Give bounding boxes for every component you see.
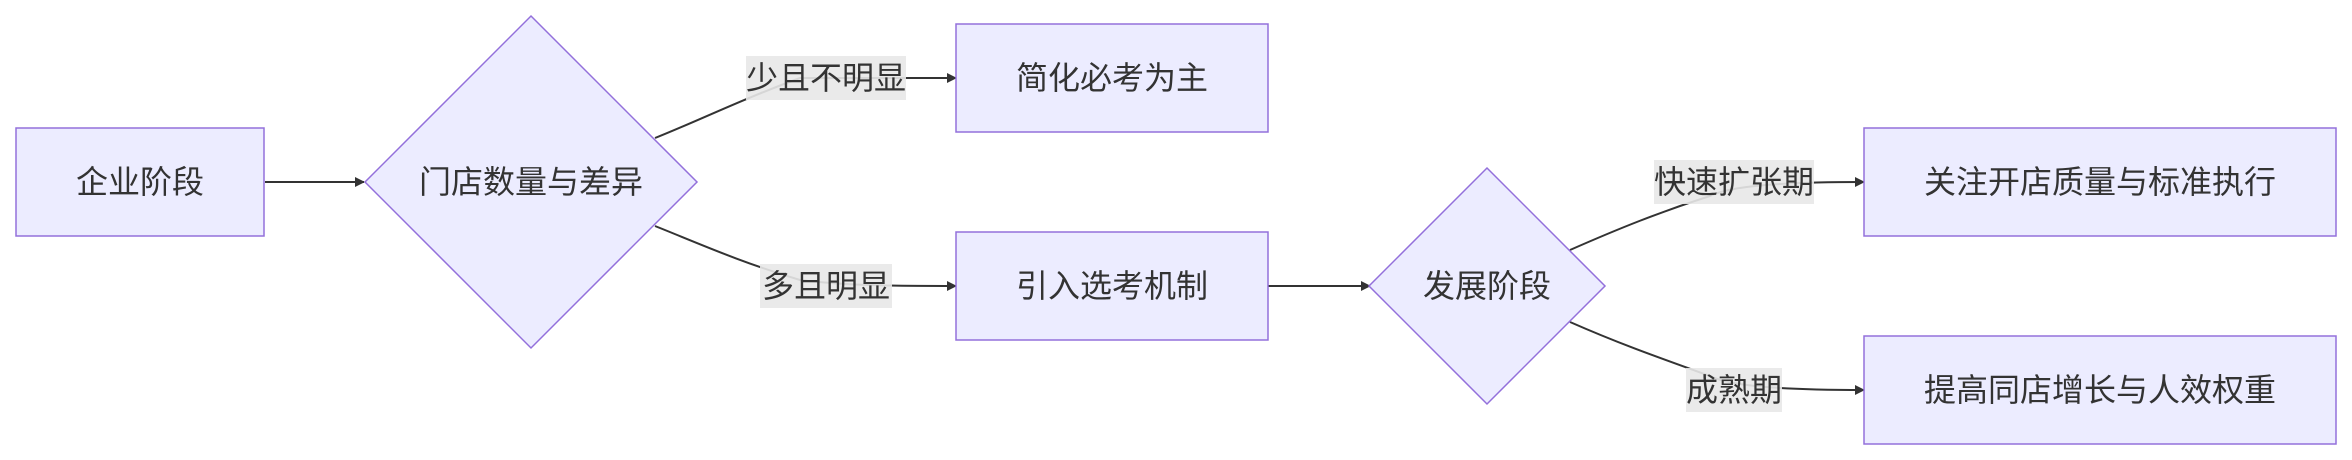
node-quality-label: 关注开店质量与标准执行 <box>1924 163 2276 201</box>
node-store-diff[interactable]: 门店数量与差异 <box>363 14 699 350</box>
node-stage-label: 企业阶段 <box>76 163 204 201</box>
node-dev-stage[interactable]: 发展阶段 <box>1367 166 1607 406</box>
edge-label-mature: 成熟期 <box>1686 371 1782 409</box>
edge-label-bg-expansion <box>1654 160 1814 204</box>
edge-label-many: 多且明显 <box>762 267 890 305</box>
node-quality[interactable]: 关注开店质量与标准执行 <box>1863 127 2337 237</box>
node-simplify[interactable]: 简化必考为主 <box>955 23 1269 133</box>
node-store-diff-label: 门店数量与差异 <box>419 163 643 201</box>
edge-label-expansion: 快速扩张期 <box>1654 163 1814 201</box>
node-mechanism-label: 引入选考机制 <box>1016 267 1208 305</box>
node-dev-stage-label: 发展阶段 <box>1423 267 1551 305</box>
edge-label-bg-mature <box>1686 368 1782 412</box>
node-mechanism[interactable]: 引入选考机制 <box>955 231 1269 341</box>
edge-label-bg-many <box>760 264 892 308</box>
node-stage[interactable]: 企业阶段 <box>15 127 265 237</box>
edge-label-few: 少且不明显 <box>746 59 906 97</box>
edge-label-bg-few <box>746 56 906 100</box>
edge-labels: 少且不明显 多且明显 快速扩张期 成熟期 <box>746 56 1814 412</box>
node-growth[interactable]: 提高同店增长与人效权重 <box>1863 335 2337 445</box>
node-simplify-label: 简化必考为主 <box>1016 59 1208 97</box>
node-growth-label: 提高同店增长与人效权重 <box>1924 371 2276 409</box>
